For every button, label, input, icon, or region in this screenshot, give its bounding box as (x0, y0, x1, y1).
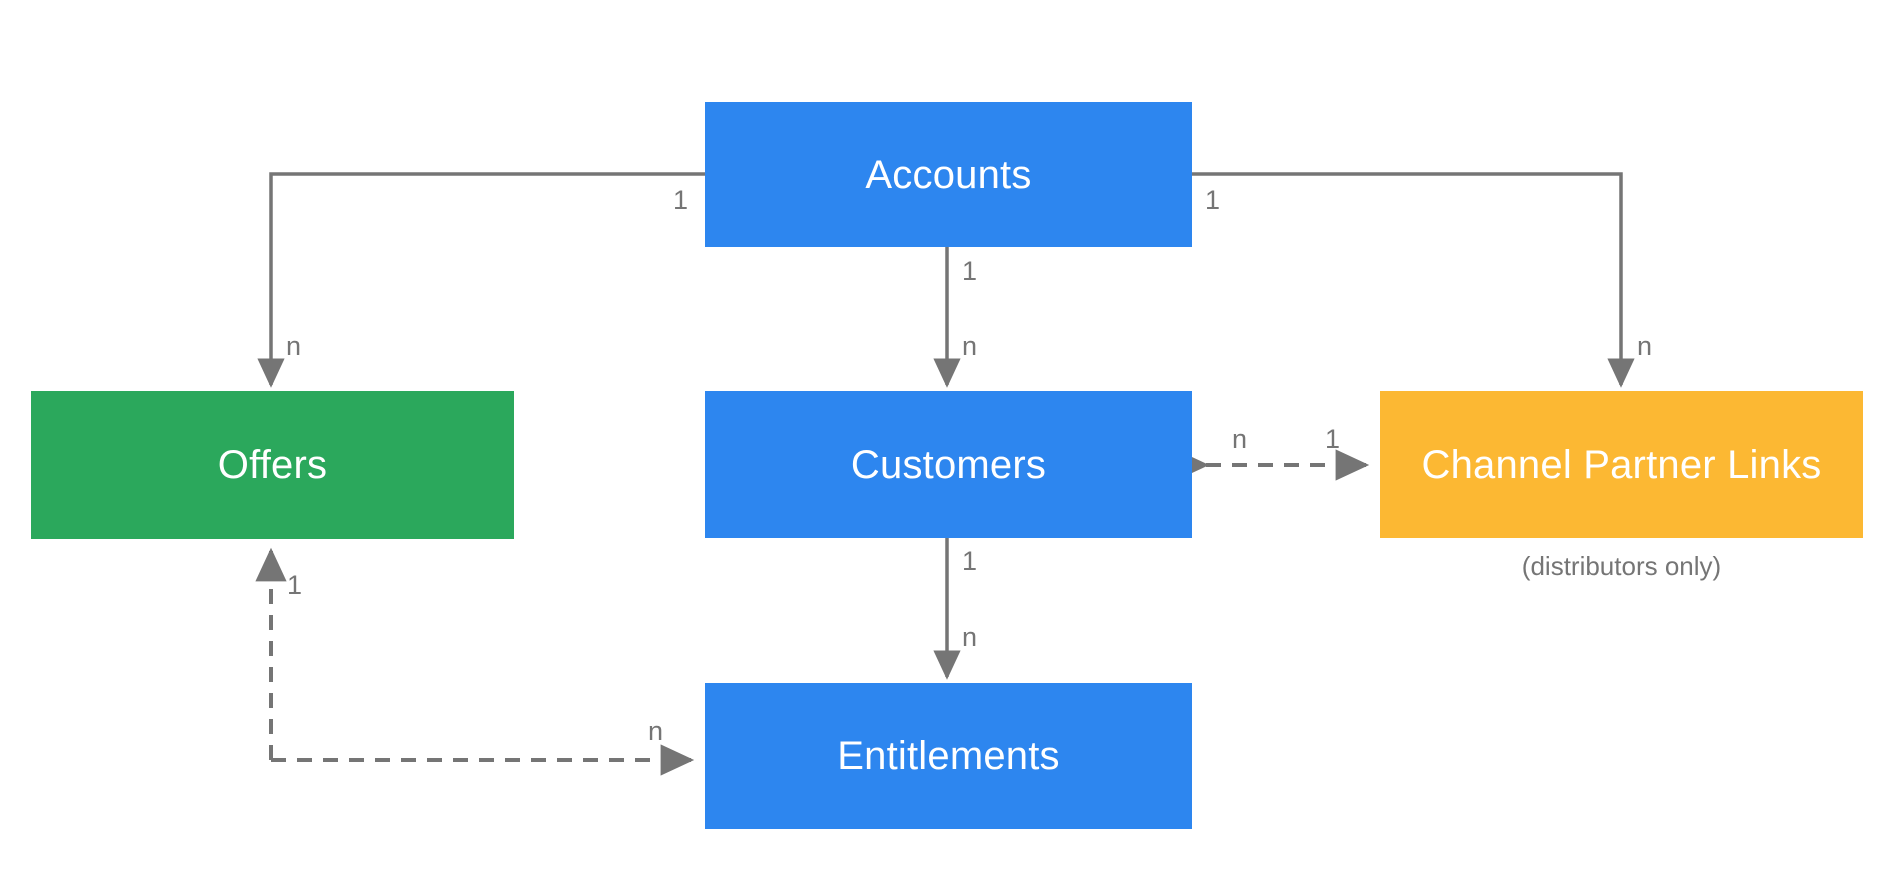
edge-label-customers-entitlements-many: n (962, 622, 978, 652)
node-offers-label: Offers (217, 443, 328, 487)
node-channel-partner-links[interactable]: Channel Partner Links (1380, 391, 1863, 538)
node-offers[interactable]: Offers (31, 391, 514, 539)
edge-label-accounts-channel-partner-links-many: n (1637, 331, 1653, 361)
node-entitlements-label: Entitlements (837, 734, 1060, 778)
edge-label-accounts-channel-partner-links-one: 1 (1205, 185, 1221, 215)
node-channel-partner-links-label: Channel Partner Links (1421, 442, 1822, 487)
edge-accounts-channel-partner-links (1192, 172, 1635, 388)
edge-label-customers-entitlements-one: 1 (962, 546, 978, 576)
edge-label-accounts-offers-many: n (286, 331, 302, 361)
node-accounts[interactable]: Accounts (705, 102, 1192, 247)
edge-label-customers-channel-partner-links-many: n (1232, 424, 1248, 454)
node-accounts-label: Accounts (865, 152, 1032, 197)
edge-label-accounts-customers-many: n (962, 331, 978, 361)
caption-distributors-only: (distributors only) (1521, 551, 1722, 581)
node-customers-label: Customers (850, 442, 1047, 487)
edge-label-accounts-offers-one: 1 (673, 185, 689, 215)
node-customers[interactable]: Customers (705, 391, 1192, 538)
edge-label-customers-channel-partner-links-one: 1 (1325, 424, 1341, 454)
edge-label-offers-entitlements-many: n (648, 716, 664, 746)
node-entitlements[interactable]: Entitlements (705, 683, 1192, 829)
edge-accounts-offers (257, 172, 705, 388)
edge-label-offers-entitlements-one: 1 (287, 570, 303, 600)
edge-label-accounts-customers-one: 1 (962, 256, 978, 286)
